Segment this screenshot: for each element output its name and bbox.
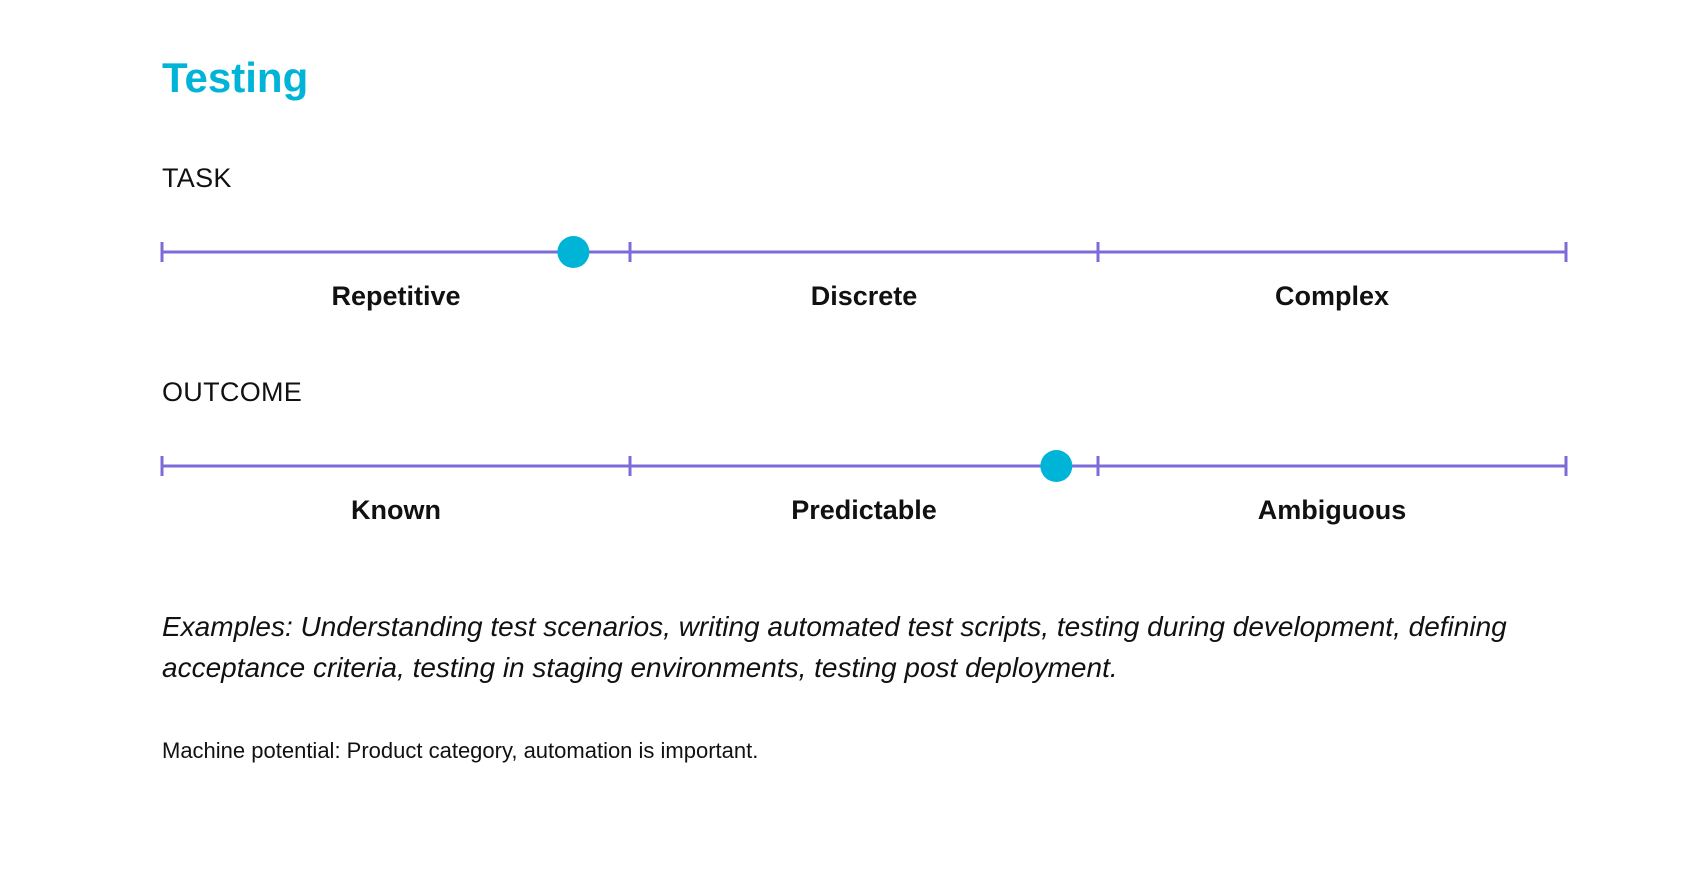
task-segment-repetitive: Repetitive: [331, 281, 461, 311]
task-scale-line: [160, 236, 1568, 268]
task-segment-discrete: Discrete: [810, 281, 918, 311]
outcome-scale-line: [160, 450, 1568, 482]
task-scale: Repetitive Discrete Complex: [0, 200, 1706, 311]
outcome-position-marker: [1040, 450, 1073, 482]
outcome-scale-label: OUTCOME: [162, 377, 303, 407]
outcome-segment-known: Known: [351, 495, 441, 525]
task-scale-label: TASK: [162, 163, 232, 193]
examples-text: Examples: Understanding test scenarios, …: [162, 611, 1507, 683]
outcome-scale: Known Predictable Ambiguous: [0, 414, 1706, 525]
page-title: Testing: [162, 54, 309, 101]
task-position-marker: [557, 236, 590, 268]
machine-potential-note: Machine potential: Product category, aut…: [162, 738, 759, 763]
outcome-segment-ambiguous: Ambiguous: [1257, 495, 1407, 525]
task-segment-complex: Complex: [1274, 281, 1390, 311]
outcome-segment-predictable: Predictable: [791, 495, 937, 525]
